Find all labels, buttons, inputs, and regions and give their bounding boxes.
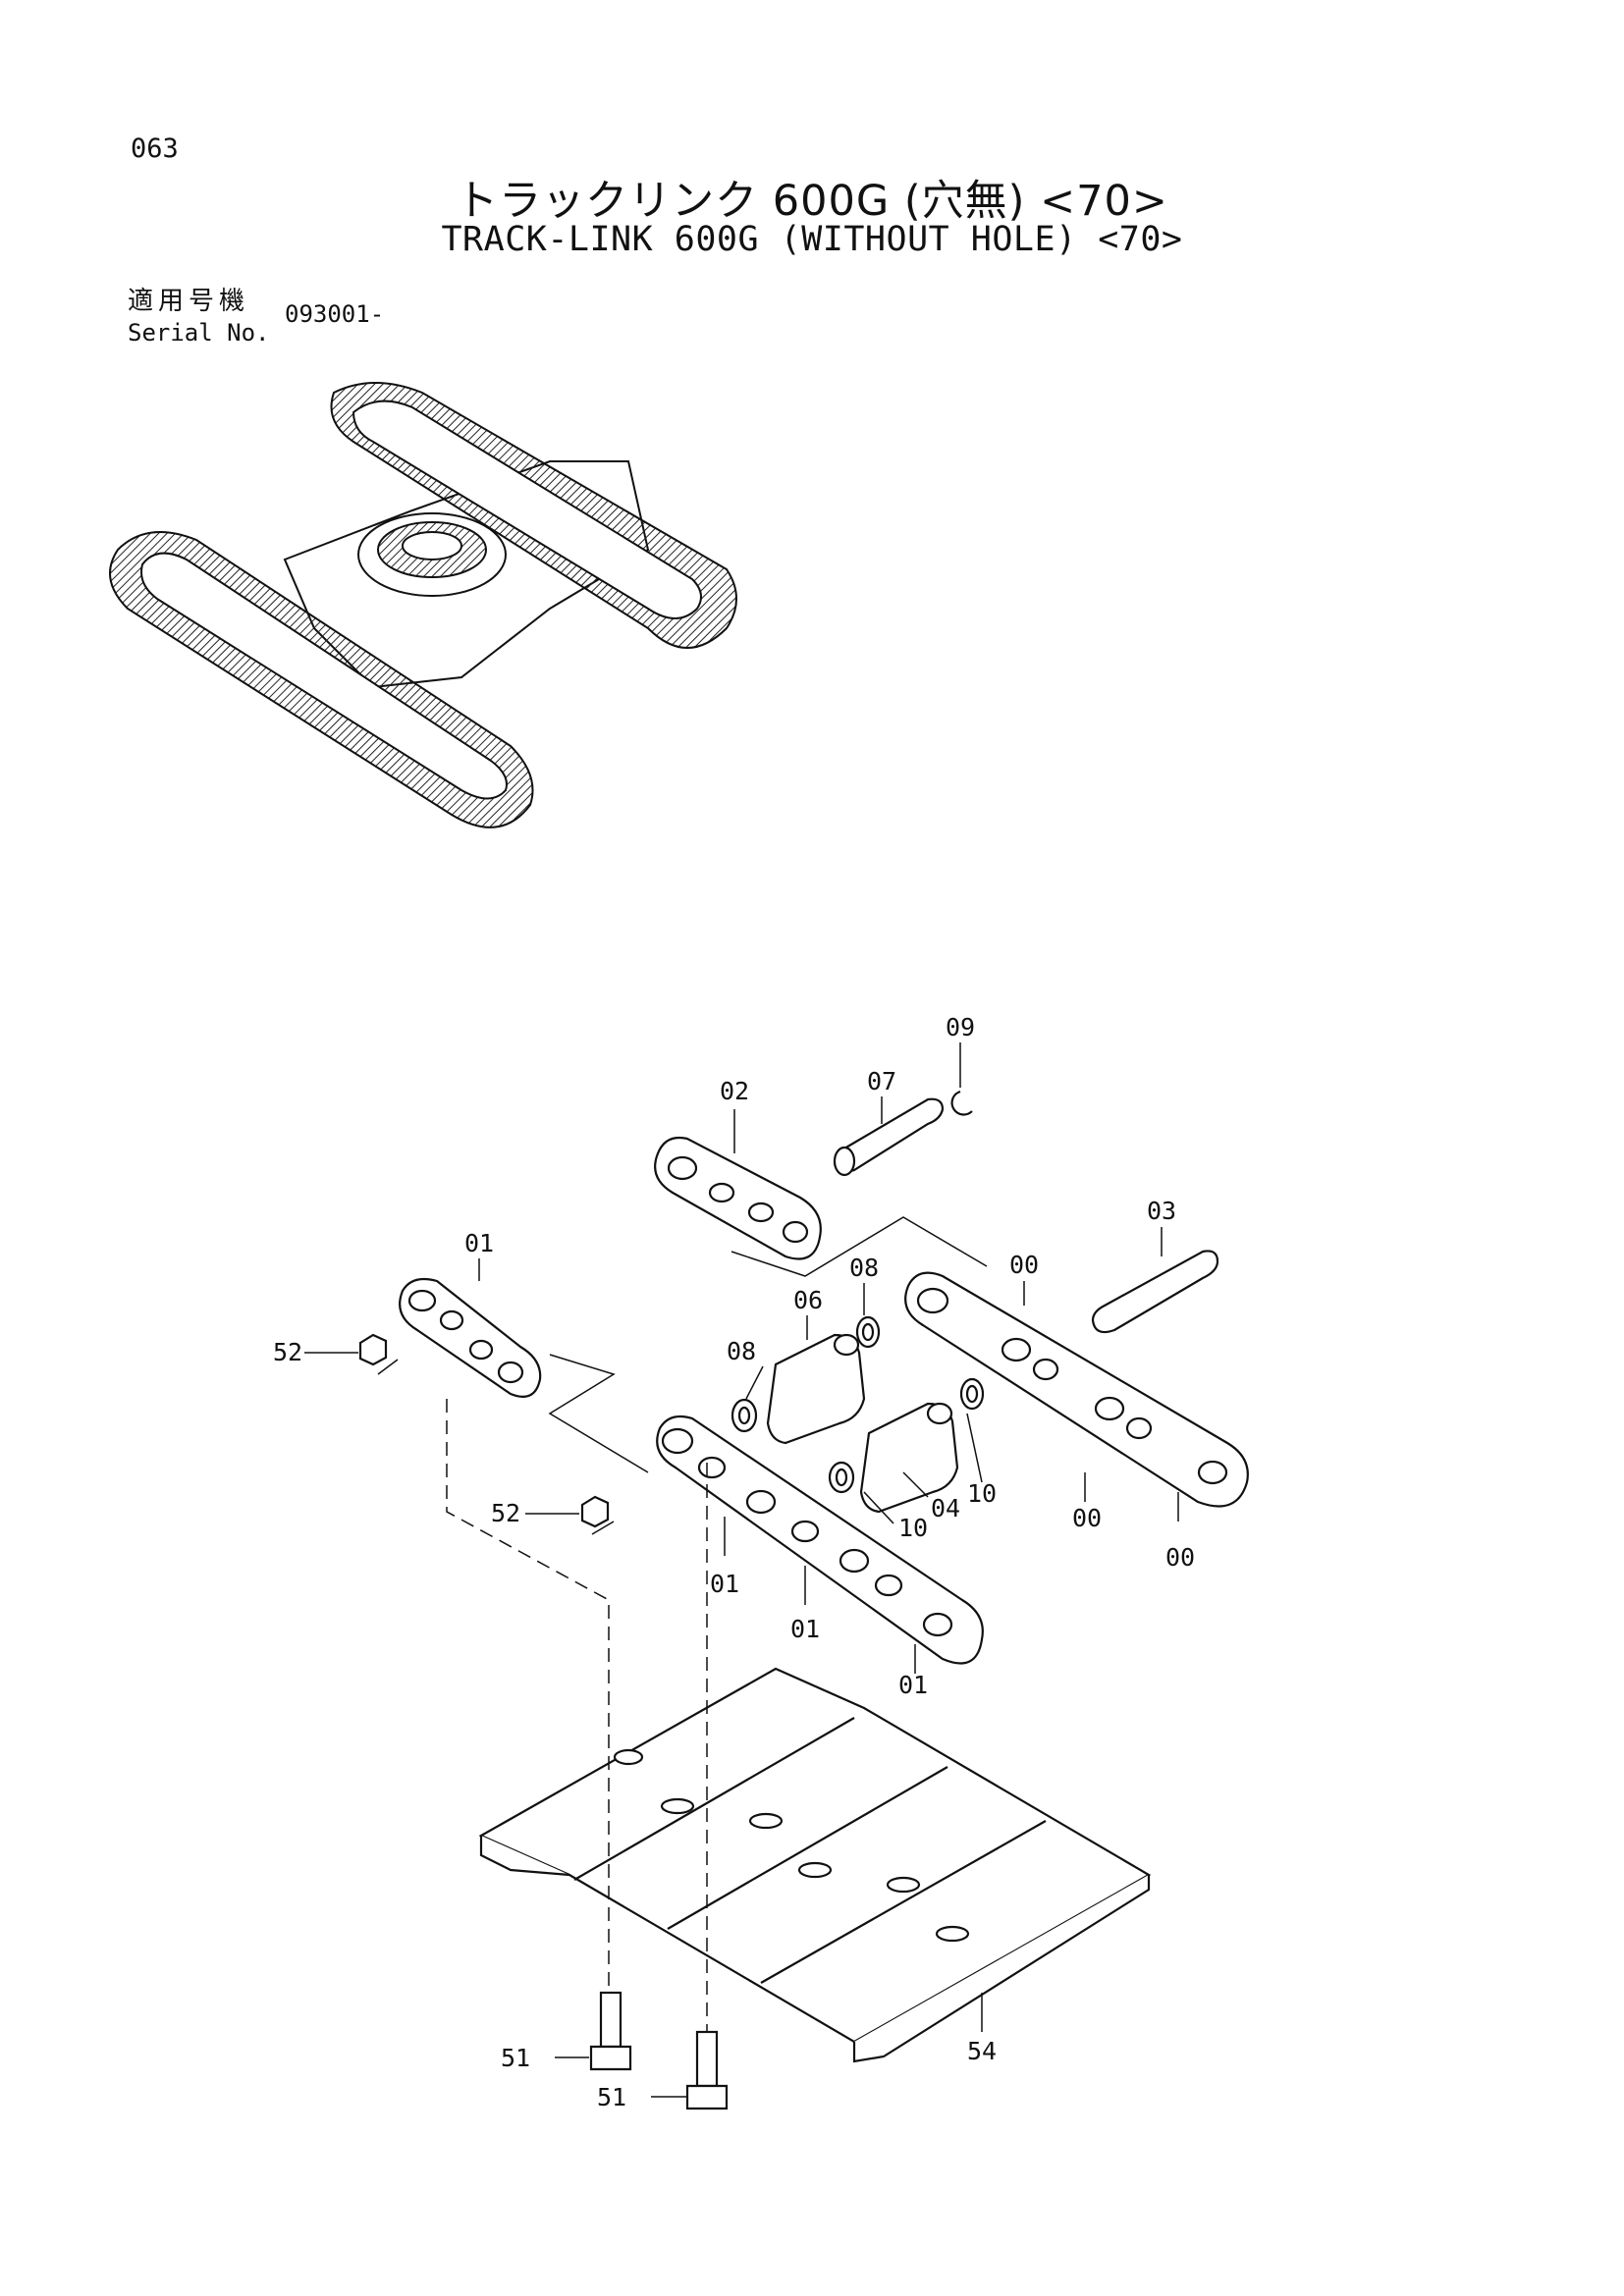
callout-08-upper: 08	[849, 1254, 879, 1282]
callout-00-top: 00	[1009, 1251, 1039, 1279]
callout-00-bottom: 00	[1165, 1543, 1195, 1572]
callout-01-chain-b: 01	[790, 1615, 820, 1643]
track-link-exploded-view	[358, 1090, 1249, 2110]
callout-51-right: 51	[597, 2083, 626, 2111]
bolt-51-left-shape	[589, 1991, 632, 2071]
bolt-51-right-shape	[685, 2030, 729, 2110]
callout-03: 03	[1147, 1197, 1176, 1225]
callout-02: 02	[720, 1077, 749, 1105]
page-title-english: TRACK-LINK 600G (WITHOUT HOLE) <70>	[441, 220, 1183, 259]
callout-52-lower: 52	[491, 1499, 520, 1527]
callout-01-chain-a: 01	[710, 1570, 739, 1598]
link-02-shape	[654, 1136, 822, 1260]
link-01-left-shape	[399, 1277, 542, 1398]
callout-09: 09	[946, 1013, 975, 1041]
callout-10-lower: 10	[898, 1514, 928, 1542]
serial-number-value: 093001-	[285, 300, 385, 328]
callout-08-lower: 08	[727, 1337, 756, 1365]
callout-51-left: 51	[501, 2044, 530, 2072]
nut-52-upper-shape	[358, 1333, 388, 1366]
callout-01-left: 01	[464, 1229, 494, 1257]
callout-52-upper: 52	[273, 1338, 302, 1366]
leader-lines	[304, 1042, 1179, 2098]
serial-label-english: Serial No.	[128, 319, 270, 347]
page-title-japanese: トラックリンク 600G (穴無) <70>	[456, 177, 1168, 226]
callout-01-chain-c: 01	[898, 1671, 928, 1699]
callout-04: 04	[931, 1494, 960, 1522]
serial-label-japanese: 適用号機	[128, 287, 250, 316]
callout-06: 06	[793, 1286, 823, 1314]
callout-07: 07	[867, 1067, 896, 1095]
page-number: 063	[131, 133, 179, 164]
callout-00-middle: 00	[1072, 1504, 1102, 1532]
link-chain-01-shape	[656, 1415, 984, 1665]
clip-09-shape	[950, 1090, 973, 1116]
callout-10-upper: 10	[967, 1479, 997, 1508]
pin-03-shape	[1091, 1250, 1219, 1334]
nut-52-lower-shape	[580, 1495, 610, 1528]
callout-54: 54	[967, 2037, 997, 2065]
track-shoes-54-shape	[478, 1667, 1152, 2063]
callout-labels: 09 07 02 01 03 00 08 06 08 52 52 10 04 1…	[273, 1013, 1195, 2111]
link-chain-00-shape	[904, 1271, 1249, 1508]
undercarriage-overview-illustration	[109, 382, 737, 828]
